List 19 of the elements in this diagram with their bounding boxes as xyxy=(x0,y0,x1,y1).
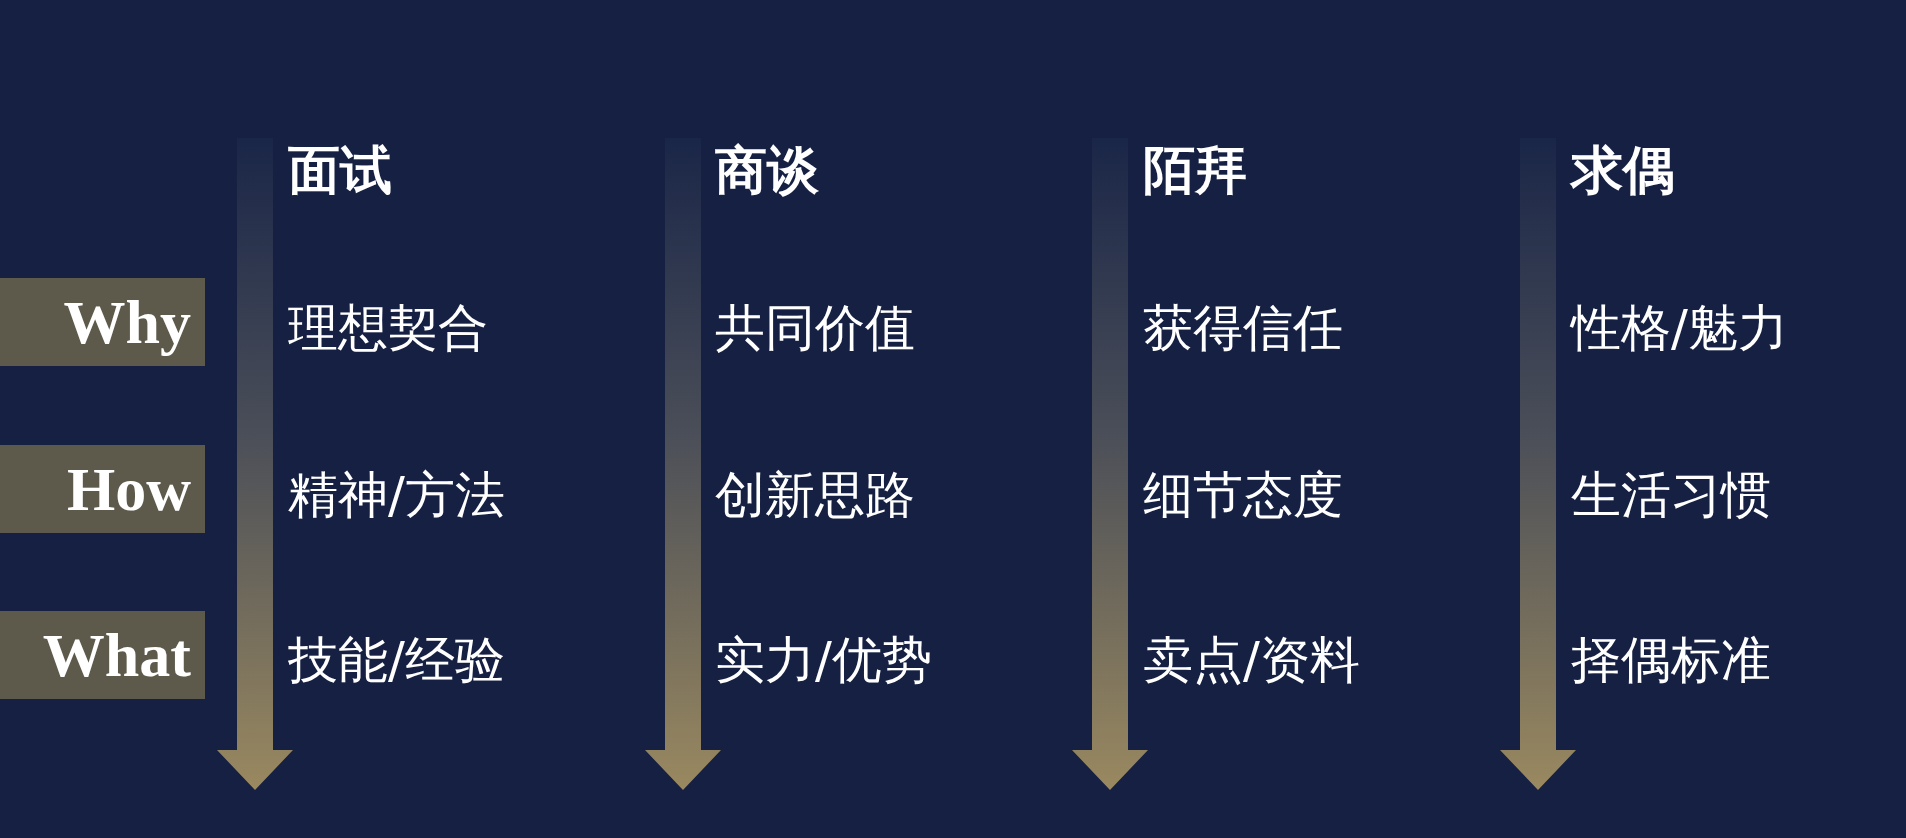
cell-text: 生活习惯 xyxy=(1571,470,1771,520)
column-heading: 求偶 xyxy=(1571,144,1675,196)
cell-text: 性格/魅力 xyxy=(1571,303,1788,353)
row-label-box: Why xyxy=(0,278,205,366)
cell-text: 卖点/资料 xyxy=(1143,635,1360,685)
column-heading: 陌拜 xyxy=(1143,144,1247,196)
cell-text: 技能/经验 xyxy=(288,635,505,685)
cell-text: 择偶标准 xyxy=(1571,635,1771,685)
cell-text: 共同价值 xyxy=(715,303,915,353)
cell-text: 精神/方法 xyxy=(288,470,505,520)
cell-text: 创新思路 xyxy=(715,470,915,520)
column-heading: 商谈 xyxy=(715,144,819,196)
cell-text: 细节态度 xyxy=(1143,470,1343,520)
cell-text: 实力/优势 xyxy=(715,635,932,685)
cell-text: 获得信任 xyxy=(1143,303,1343,353)
cell-text: 理想契合 xyxy=(288,303,488,353)
column-heading: 面试 xyxy=(288,144,392,196)
row-label-box: What xyxy=(0,611,205,699)
row-label-box: How xyxy=(0,445,205,533)
